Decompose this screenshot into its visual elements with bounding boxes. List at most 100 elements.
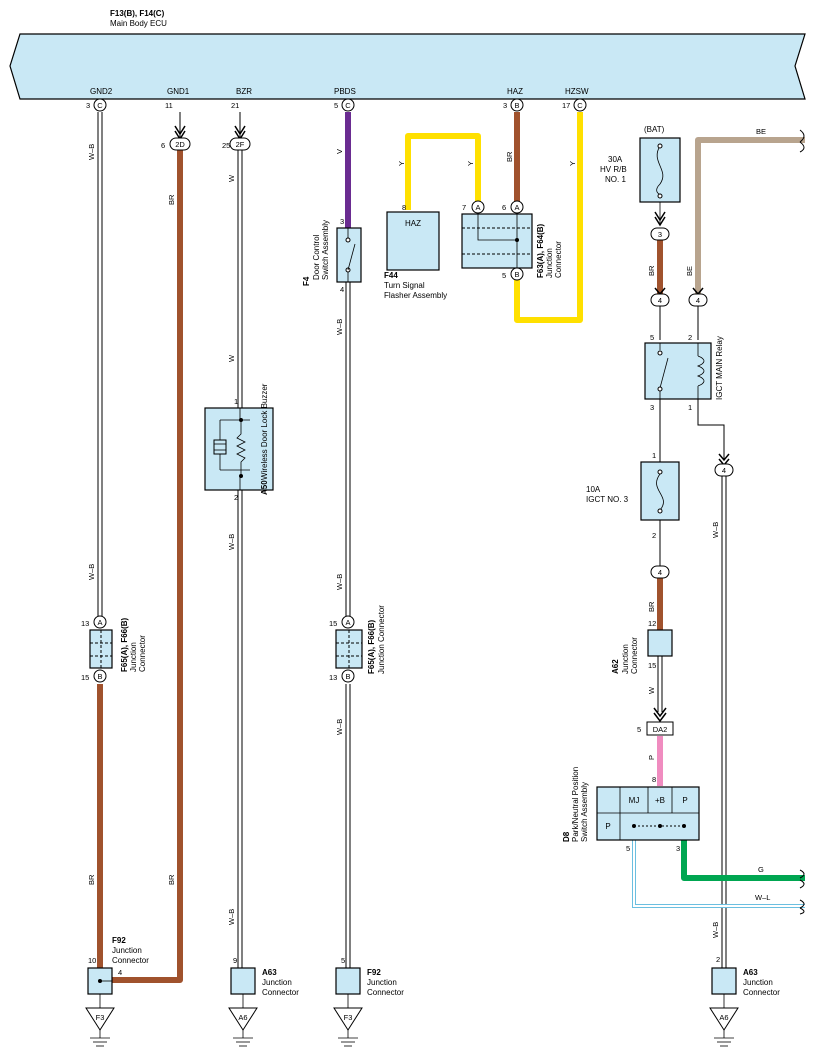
svg-text:8: 8 bbox=[402, 203, 406, 212]
label-w-1: W bbox=[227, 174, 236, 182]
svg-text:10A: 10A bbox=[586, 485, 601, 494]
svg-text:10: 10 bbox=[88, 956, 96, 965]
svg-text:A6: A6 bbox=[719, 1013, 728, 1022]
f4-code: F4 bbox=[302, 276, 311, 286]
connector-4-fuse10: 4 bbox=[650, 565, 670, 579]
svg-text:B: B bbox=[97, 672, 102, 681]
svg-text:Connector: Connector bbox=[630, 637, 639, 674]
connector-c-pbds: C bbox=[341, 98, 355, 112]
wire-y-hzsw bbox=[514, 112, 583, 323]
svg-text:3: 3 bbox=[86, 101, 90, 110]
label-v: V bbox=[335, 149, 344, 154]
svg-text:Junction: Junction bbox=[112, 946, 142, 955]
svg-text:Connector: Connector bbox=[367, 988, 404, 997]
a63-right-code: A63 bbox=[743, 968, 758, 977]
svg-text:5: 5 bbox=[626, 844, 630, 853]
ecu-name: Main Body ECU bbox=[110, 19, 167, 28]
svg-text:Switch Assembly: Switch Assembly bbox=[580, 782, 589, 842]
svg-text:NO. 1: NO. 1 bbox=[605, 175, 626, 184]
svg-text:+B: +B bbox=[655, 796, 665, 805]
label-br-3: BR bbox=[167, 874, 176, 885]
connector-da2: DA2 bbox=[646, 707, 674, 736]
terminal-haz: HAZ bbox=[507, 87, 523, 96]
wire-y-haz bbox=[405, 133, 481, 210]
svg-text:HV R/B: HV R/B bbox=[600, 165, 627, 174]
label-br-1: BR bbox=[87, 874, 96, 885]
svg-text:F3: F3 bbox=[96, 1013, 105, 1022]
svg-text:25: 25 bbox=[222, 141, 230, 150]
label-wb-1: W–B bbox=[87, 144, 96, 160]
svg-text:2D: 2D bbox=[175, 140, 185, 149]
wire-g bbox=[681, 840, 805, 881]
switch-f4 bbox=[336, 227, 362, 283]
junction-a63-left bbox=[230, 967, 256, 995]
connector-2d: 2D bbox=[169, 112, 191, 151]
svg-text:5: 5 bbox=[334, 101, 338, 110]
svg-text:Junction: Junction bbox=[743, 978, 773, 987]
svg-text:DA2: DA2 bbox=[653, 725, 668, 734]
connector-c-gnd2: C bbox=[93, 98, 107, 112]
svg-text:2: 2 bbox=[652, 531, 656, 540]
label-y-3: Y bbox=[568, 161, 577, 166]
svg-text:Junction: Junction bbox=[621, 644, 630, 674]
svg-text:1: 1 bbox=[234, 397, 238, 406]
svg-text:1: 1 bbox=[688, 403, 692, 412]
ground-a6-right: A6 bbox=[709, 994, 739, 1047]
main-body-ecu bbox=[9, 33, 806, 100]
wire-be bbox=[695, 137, 805, 296]
svg-text:P: P bbox=[682, 796, 687, 805]
label-p: P bbox=[647, 755, 656, 760]
svg-text:HAZ: HAZ bbox=[405, 219, 421, 228]
svg-text:MJ: MJ bbox=[629, 796, 640, 805]
svg-text:3: 3 bbox=[650, 403, 654, 412]
svg-text:4: 4 bbox=[118, 968, 122, 977]
terminal-pbds: PBDS bbox=[334, 87, 356, 96]
label-be-2: BE bbox=[756, 127, 766, 136]
svg-text:4: 4 bbox=[722, 466, 726, 475]
connector-4-be: 4 bbox=[688, 287, 708, 307]
a50-name: Wireless Door Lock Buzzer bbox=[260, 383, 269, 480]
svg-text:A: A bbox=[475, 203, 480, 212]
ground-f3-middle: F3 bbox=[333, 994, 363, 1047]
svg-text:Junction Connector: Junction Connector bbox=[377, 605, 386, 674]
a63-left-code: A63 bbox=[262, 968, 277, 977]
connector-2f: 2F bbox=[229, 112, 251, 151]
relay-name: IGCT MAIN Relay bbox=[715, 336, 724, 400]
svg-text:A: A bbox=[345, 618, 350, 627]
junction-f65-middle: A B bbox=[335, 615, 363, 683]
svg-text:Junction: Junction bbox=[129, 642, 138, 672]
junction-f92-left bbox=[87, 967, 113, 995]
svg-text:13: 13 bbox=[329, 673, 337, 682]
flasher-f44: HAZ bbox=[386, 211, 440, 271]
svg-text:9: 9 bbox=[233, 956, 237, 965]
label-wb-5: W–B bbox=[335, 319, 344, 335]
svg-text:Junction: Junction bbox=[262, 978, 292, 987]
svg-text:21: 21 bbox=[231, 101, 239, 110]
svg-text:B: B bbox=[514, 101, 519, 110]
bat-label: (BAT) bbox=[644, 125, 665, 134]
label-wb-6: W–B bbox=[335, 574, 344, 590]
svg-text:1: 1 bbox=[652, 451, 656, 460]
f92-left-code: F92 bbox=[112, 936, 126, 945]
label-wb-7: W–B bbox=[335, 719, 344, 735]
svg-text:15: 15 bbox=[329, 619, 337, 628]
junction-a62 bbox=[647, 629, 673, 657]
svg-text:30A: 30A bbox=[608, 155, 623, 164]
a62-code: A62 bbox=[611, 659, 620, 674]
svg-text:Connector: Connector bbox=[262, 988, 299, 997]
fuse-10a bbox=[640, 461, 680, 521]
label-y-2: Y bbox=[466, 161, 475, 166]
label-br-5: BR bbox=[647, 265, 656, 276]
terminal-bzr: BZR bbox=[236, 87, 252, 96]
svg-text:Junction: Junction bbox=[545, 248, 554, 278]
svg-text:2F: 2F bbox=[236, 140, 245, 149]
connector-b-haz: B bbox=[510, 98, 524, 112]
connector-4-relay: 4 bbox=[714, 453, 734, 477]
terminal-hzsw: HZSW bbox=[565, 87, 589, 96]
terminal-gnd2: GND2 bbox=[90, 87, 113, 96]
connector-c-hzsw: C bbox=[573, 98, 587, 112]
label-y-1: Y bbox=[397, 161, 406, 166]
wire-wl bbox=[632, 840, 805, 908]
f92-middle-code: F92 bbox=[367, 968, 381, 977]
svg-text:2: 2 bbox=[234, 493, 238, 502]
